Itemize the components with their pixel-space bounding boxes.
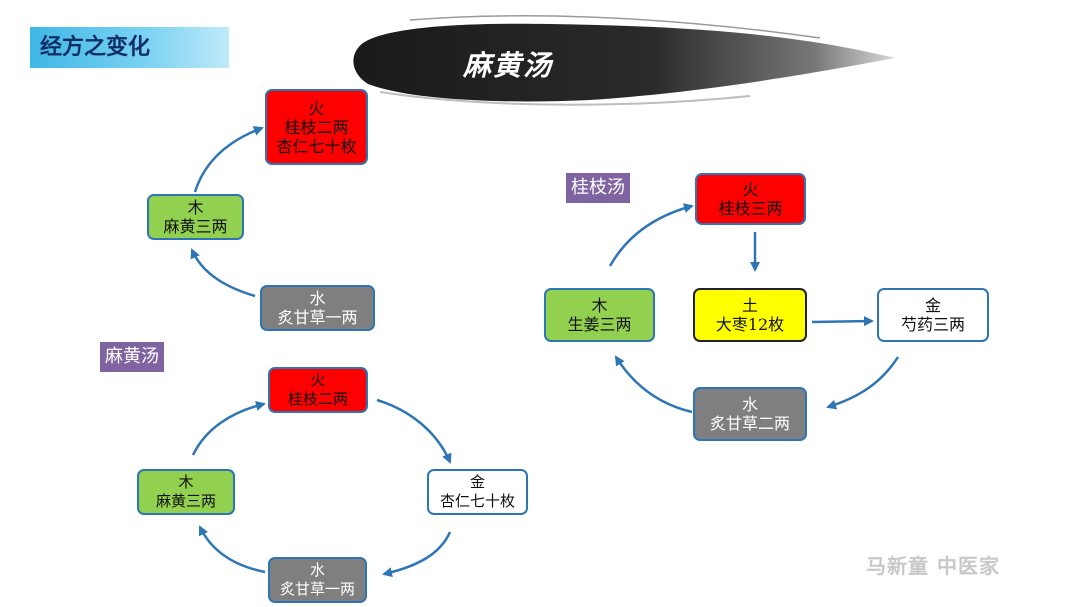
arrow-water-to-wood-3 [614, 355, 693, 414]
node-metal-2: 金 杏仁七十枚 [427, 469, 528, 515]
node-fire-3: 火 桂枝三两 [695, 173, 806, 225]
arrow-metal-to-water-3 [826, 356, 900, 410]
node-wood-3: 木 生姜三两 [544, 288, 655, 342]
ink-brush-stroke [353, 15, 895, 106]
tag-mahuang: 麻黄汤 [100, 342, 164, 372]
arrow-water-to-wood-2 [198, 525, 266, 574]
arrow-fire-to-metal-2 [376, 398, 452, 464]
arrow-earth-to-metal-3 [811, 316, 874, 327]
node-water-3: 水 炙甘草二两 [693, 387, 807, 441]
tag-guizhi: 桂枝汤 [566, 173, 630, 203]
slide-title: 经方之变化 [30, 27, 229, 68]
arrow-metal-to-water-2 [382, 531, 452, 578]
node-water-2: 水 炙甘草一两 [268, 557, 367, 603]
node-wood-1: 木 麻黄三两 [147, 194, 244, 240]
brush-title: 麻黄汤 [463, 49, 554, 82]
node-wood-2: 木 麻黄三两 [137, 469, 235, 515]
arrow-water-to-wood [190, 248, 256, 298]
node-metal-3: 金 芍药三两 [877, 288, 989, 342]
arrow-wood-to-fire [193, 126, 264, 193]
node-fire-1: 火 桂枝二两 杏仁七十枚 [265, 89, 368, 165]
node-earth-3: 土 大枣12枚 [693, 288, 807, 342]
node-fire-2: 火 桂枝二两 [268, 367, 368, 413]
node-water-1: 水 炙甘草一两 [260, 285, 375, 331]
arrow-wood-to-fire-3 [608, 203, 694, 267]
arrow-wood-to-fire-2 [191, 400, 266, 456]
watermark: 马新童 中医家 [866, 554, 1000, 578]
